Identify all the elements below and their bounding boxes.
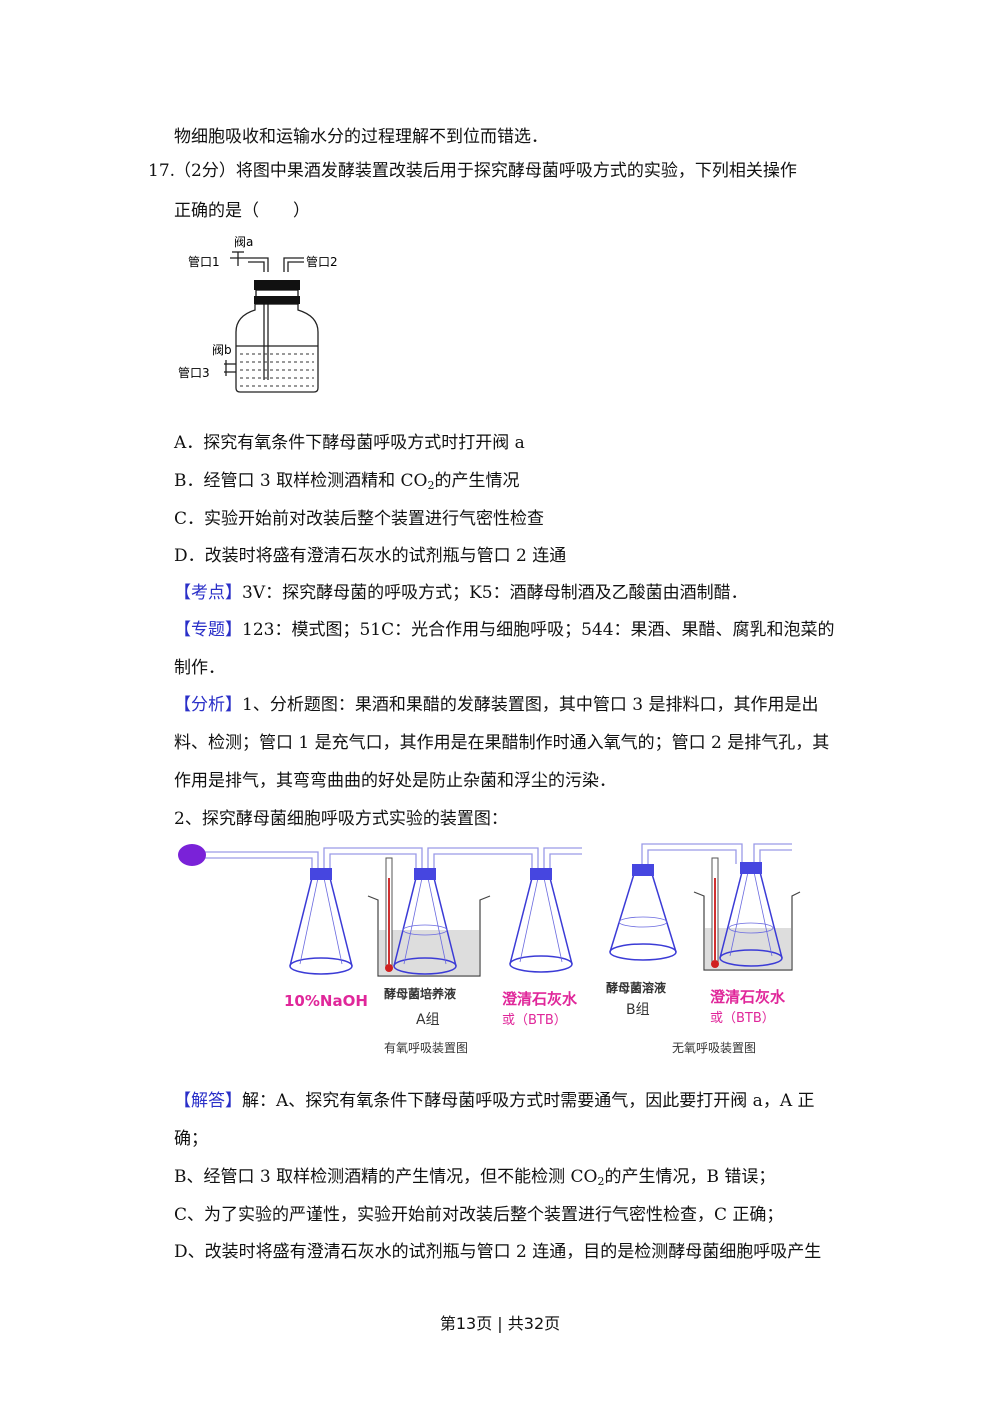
fenxi-tag: 【分析】 bbox=[174, 695, 242, 715]
fenxi-line-2: 料、检测；管口 1 是充气口，其作用是在果醋制作时通入氧气的；管口 2 是排气孔… bbox=[174, 733, 830, 753]
text-line: 物细胞吸收和运输水分的过程理解不到位而错选． bbox=[174, 127, 548, 147]
option-b: B．经管口 3 取样检测酒精和 CO2的产生情况 bbox=[174, 471, 520, 492]
option-a: A．探究有氧条件下酵母菌呼吸方式时打开阀 a bbox=[174, 433, 525, 453]
valve-b-label: 阀b bbox=[212, 343, 232, 357]
valve-a-label: 阀a bbox=[234, 235, 253, 249]
anaerobic-caption: 无氧呼吸装置图 bbox=[672, 1041, 756, 1055]
jieda-line-b: B、经管口 3 取样检测酒精的产生情况，但不能检测 CO2的产生情况，B 错误； bbox=[174, 1167, 776, 1188]
port-3-label: 管口3 bbox=[178, 365, 210, 380]
kaodian-line: 【考点】3V：探究酵母菌的呼吸方式；K5：酒酵母制酒及乙酸菌由酒制醋． bbox=[174, 583, 748, 603]
fenxi-line-3: 作用是排气，其弯弯曲曲的好处是防止杂菌和浮尘的污染． bbox=[174, 771, 616, 791]
jieda-line-d: D、改装时将盛有澄清石灰水的试剂瓶与管口 2 连通，目的是检测酵母菌细胞呼吸产生 bbox=[174, 1242, 822, 1262]
jieda-line: 【解答】解：A、探究有氧条件下酵母菌呼吸方式时需要通气，因此要打开阀 a，A 正 bbox=[174, 1091, 815, 1111]
option-c: C．实验开始前对改装后整个装置进行气密性检查 bbox=[174, 509, 545, 529]
group-a-label: A组 bbox=[416, 1012, 440, 1028]
zhuanti-line: 【专题】123：模式图；51C：光合作用与细胞呼吸；544：果酒、果醋、腐乳和泡… bbox=[174, 620, 835, 640]
question-number: 17. bbox=[148, 161, 176, 181]
limewater-label-1: 澄清石灰水 bbox=[502, 990, 578, 1008]
zhuanti-line-cont: 制作． bbox=[174, 658, 225, 678]
culture-label: 酵母菌培养液 bbox=[384, 986, 456, 1001]
jieda-line-c: C、为了实验的严谨性，实验开始前对改装后整个装置进行气密性检查，C 正确； bbox=[174, 1205, 784, 1225]
question-stem: （2分）将图中果酒发酵装置改装后用于探究酵母菌呼吸方式的实验，下列相关操作 bbox=[174, 161, 797, 181]
option-d: D．改装时将盛有澄清石灰水的试剂瓶与管口 2 连通 bbox=[174, 546, 567, 566]
kaodian-tag: 【考点】 bbox=[174, 583, 242, 603]
aerobic-caption: 有氧呼吸装置图 bbox=[384, 1041, 468, 1055]
jieda-tag: 【解答】 bbox=[174, 1091, 242, 1111]
solution-label: 酵母菌溶液 bbox=[606, 980, 666, 995]
fermentation-apparatus-figure: 阀a 管口1 管口2 阀b 管口3 bbox=[178, 235, 338, 393]
limewater-label-2: 澄清石灰水 bbox=[710, 988, 786, 1006]
question-stem-cont: 正确的是（ ） bbox=[174, 201, 310, 221]
respiration-apparatus-figure: 10%NaOH 酵母菌培养液 A组 澄清石灰水 或（BTB） 有氧呼吸装置图 酵… bbox=[178, 843, 801, 1055]
fenxi-line: 【分析】1、分析题图：果酒和果醋的发酵装置图，其中管口 3 是排料口，其作用是出 bbox=[174, 695, 819, 715]
zhuanti-tag: 【专题】 bbox=[174, 620, 242, 640]
jieda-line-2: 确； bbox=[174, 1129, 208, 1149]
group-b-label: B组 bbox=[626, 1002, 650, 1018]
btb-label-2: 或（BTB） bbox=[710, 1011, 775, 1026]
naoh-label: 10%NaOH bbox=[284, 992, 368, 1010]
page-footer: 第13页 | 共32页 bbox=[439, 1314, 561, 1333]
port-1-label: 管口1 bbox=[188, 254, 220, 269]
fenxi-line-4: 2、探究酵母菌细胞呼吸方式实验的装置图： bbox=[174, 809, 508, 829]
port-2-label: 管口2 bbox=[306, 254, 338, 269]
btb-label-1: 或（BTB） bbox=[502, 1013, 567, 1028]
